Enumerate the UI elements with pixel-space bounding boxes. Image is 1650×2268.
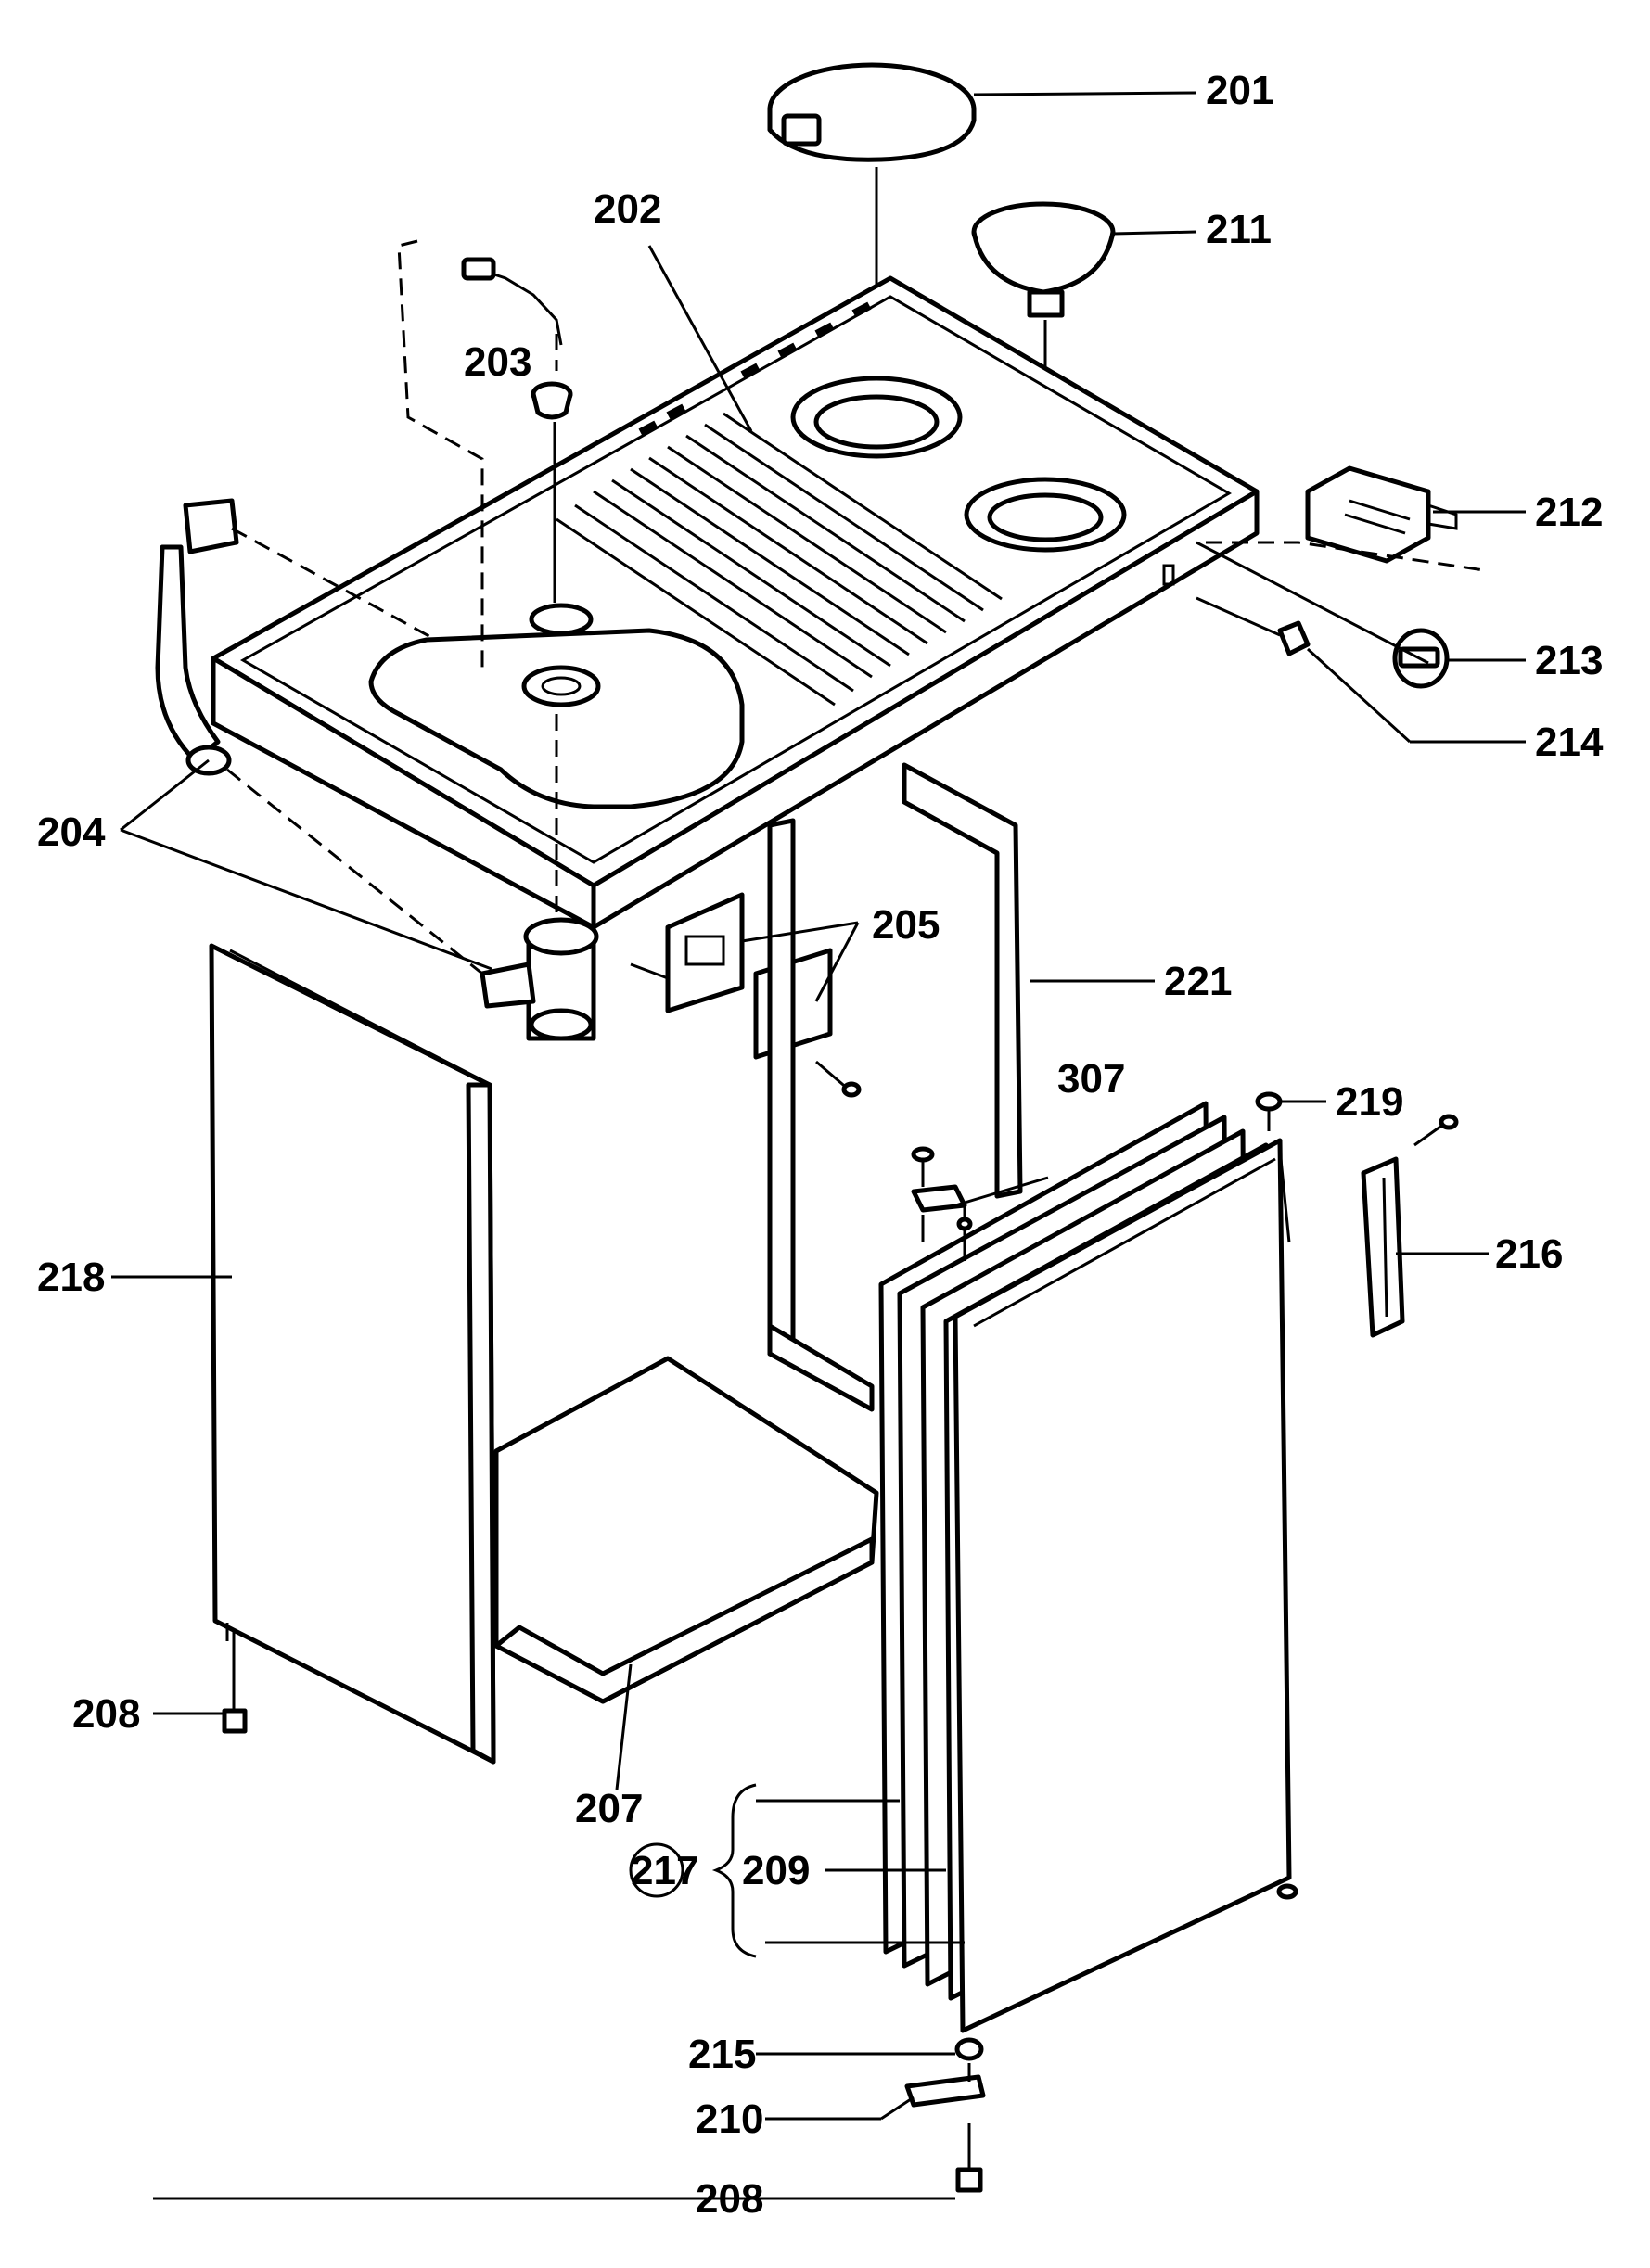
label-208-bottom: 208: [696, 2176, 763, 2222]
part-218-side-panel: [209, 943, 496, 1765]
label-201: 201: [1206, 68, 1273, 113]
part-208-screw-left: [222, 1632, 248, 1734]
label-217: 217: [631, 1848, 698, 1893]
part-215-washer: [954, 2037, 984, 2061]
label-307: 307: [1057, 1056, 1125, 1102]
vent-slots: [638, 301, 872, 437]
label-204: 204: [37, 809, 106, 855]
label-212: 212: [1535, 490, 1603, 535]
label-213: 213: [1535, 638, 1603, 683]
label-207: 207: [575, 1786, 643, 1831]
label-215: 215: [688, 2032, 756, 2077]
label-208-left: 208: [72, 1691, 140, 1737]
part-216-handle: [1361, 1114, 1459, 1338]
part-209-door-assembly: [878, 1101, 1298, 2033]
part-219-stop: [1255, 1091, 1283, 1131]
label-214: 214: [1535, 720, 1604, 765]
part-214-grommet: [1196, 596, 1311, 656]
label-209: 209: [742, 1848, 810, 1893]
part-labels: 201 202 203 204 205 207 208 208 209 210 …: [37, 68, 1604, 2222]
part-207-base: [493, 1356, 879, 1704]
part-221-back-frame: [767, 762, 1023, 1412]
label-210: 210: [696, 2096, 763, 2142]
part-205-brackets: [630, 892, 862, 1098]
part-307-hinge: [911, 1146, 973, 1261]
leader-lines: [111, 91, 1526, 2200]
part-203-plug: [461, 257, 573, 603]
part-212-switch: [1206, 465, 1485, 572]
label-203: 203: [464, 339, 531, 385]
part-211-burner: [971, 201, 1116, 482]
label-211: 211: [1206, 207, 1272, 252]
part-201-cover: [767, 62, 977, 399]
part-204-trap: [155, 498, 599, 1041]
part-210-hinge: [904, 2063, 986, 2108]
drainer-ribs: [556, 412, 1003, 707]
label-221: 221: [1164, 959, 1232, 1004]
label-219: 219: [1336, 1079, 1403, 1125]
label-202: 202: [594, 186, 661, 232]
label-218: 218: [37, 1255, 105, 1300]
part-208-screw-bottom: [955, 2123, 983, 2193]
label-205: 205: [872, 902, 940, 948]
label-216: 216: [1495, 1231, 1563, 1277]
overflow-dashline: [397, 239, 484, 668]
